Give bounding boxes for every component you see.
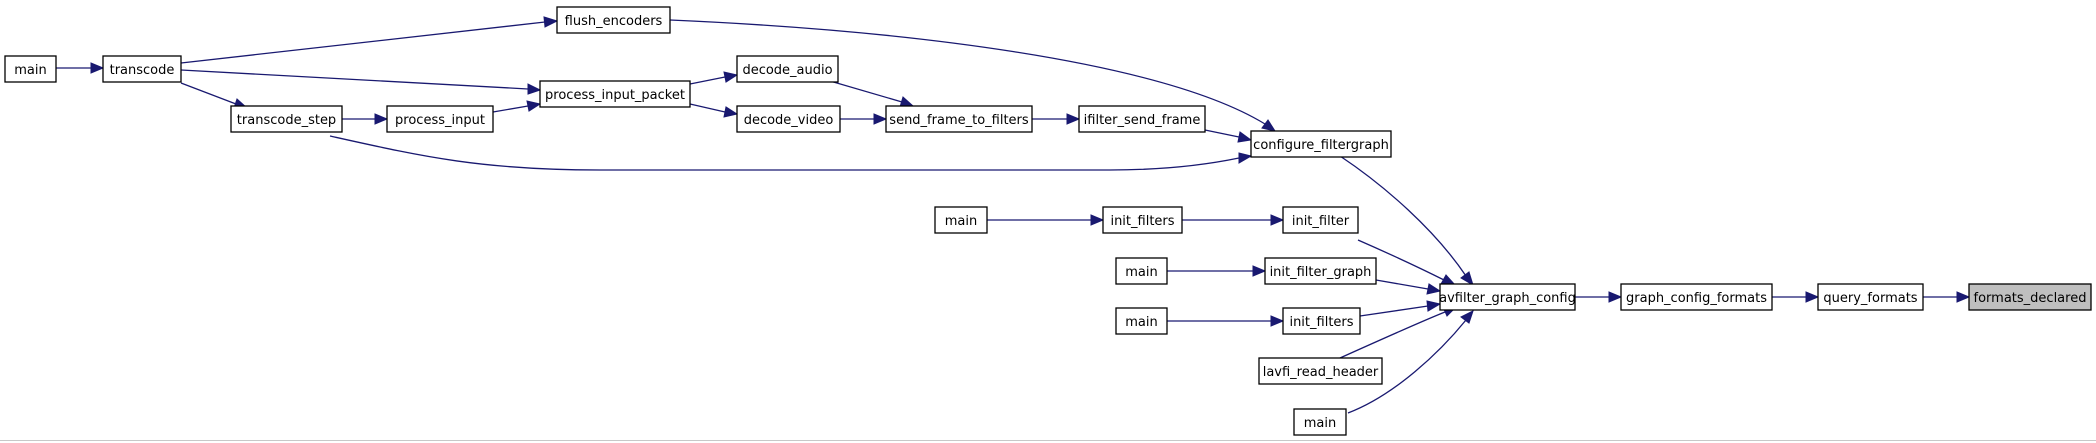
edge-transcode-to-process-input-packet bbox=[180, 69, 542, 95]
node-init-filter[interactable]: init_filter bbox=[1282, 206, 1359, 234]
edge-transcode-step-to-process-input bbox=[342, 113, 389, 125]
edge-init-filters-b-to-avfilter-graph-config bbox=[1359, 300, 1442, 317]
node-main-3-label: main bbox=[945, 214, 977, 229]
node-graph-config-formats[interactable]: graph_config_formats bbox=[1620, 283, 1773, 311]
edge-main-5-to-init-filters-b bbox=[1167, 315, 1285, 327]
edge-process-input-to-process-input-packet bbox=[492, 100, 542, 113]
edge-main-2-to-transcode bbox=[56, 62, 105, 74]
node-decode-audio[interactable]: decode_audio bbox=[736, 55, 839, 83]
edge-decode-audio-to-send-frame-to-filters bbox=[829, 80, 915, 108]
bottom-divider bbox=[0, 440, 2096, 441]
node-transcode-label: transcode bbox=[110, 63, 175, 78]
edge-main-3-to-init-filters-a bbox=[987, 214, 1105, 226]
node-process-input-label: process_input bbox=[395, 113, 485, 128]
node-flush-encoders-label: flush_encoders bbox=[565, 14, 663, 29]
node-init-filters-a[interactable]: init_filters bbox=[1102, 206, 1183, 234]
edge-main-4-to-init-filter-graph bbox=[1167, 265, 1267, 277]
node-lavfi-read-header[interactable]: lavfi_read_header bbox=[1258, 357, 1383, 385]
edge-send-frame-to-filters-to-ifilter-send-frame bbox=[1032, 113, 1081, 125]
node-process-input-packet-label: process_input_packet bbox=[545, 88, 685, 103]
node-main-1[interactable]: main bbox=[1293, 408, 1347, 436]
edge-graph-config-formats-to-query-formats bbox=[1772, 291, 1820, 303]
node-main-2-label: main bbox=[14, 63, 46, 78]
edge-ifilter-send-frame-to-configure-filtergraph bbox=[1204, 129, 1253, 143]
node-main-5-label: main bbox=[1125, 315, 1157, 330]
node-configure-filtergraph-label: configure_filtergraph bbox=[1253, 138, 1389, 153]
node-init-filter-graph[interactable]: init_filter_graph bbox=[1264, 257, 1377, 285]
node-main-4[interactable]: main bbox=[1115, 257, 1168, 285]
node-init-filters-b-label: init_filters bbox=[1289, 315, 1353, 330]
node-main-2[interactable]: main bbox=[4, 55, 57, 83]
node-main-5[interactable]: main bbox=[1115, 307, 1168, 335]
edge-transcode-to-transcode-step bbox=[180, 82, 249, 109]
node-init-filters-b[interactable]: init_filters bbox=[1282, 307, 1361, 335]
node-transcode[interactable]: transcode bbox=[102, 55, 182, 83]
node-process-input-packet[interactable]: process_input_packet bbox=[539, 80, 691, 108]
node-send-frame-to-filters-label: send_frame_to_filters bbox=[889, 113, 1029, 128]
edge-init-filter-graph-to-avfilter-graph-config bbox=[1375, 279, 1442, 295]
edge-configure-filtergraph-to-avfilter-graph-config bbox=[1339, 155, 1474, 287]
node-query-formats[interactable]: query_formats bbox=[1817, 283, 1924, 311]
node-init-filter-graph-label: init_filter_graph bbox=[1270, 265, 1372, 280]
node-process-input[interactable]: process_input bbox=[386, 105, 494, 133]
edge-query-formats-to-formats-declared bbox=[1923, 291, 1971, 303]
node-configure-filtergraph[interactable]: configure_filtergraph bbox=[1250, 130, 1392, 158]
node-main-1-label: main bbox=[1304, 416, 1336, 431]
node-init-filters-a-label: init_filters bbox=[1110, 214, 1174, 229]
node-decode-video-label: decode_video bbox=[744, 113, 834, 128]
node-init-filter-label: init_filter bbox=[1292, 214, 1350, 229]
node-lavfi-read-header-label: lavfi_read_header bbox=[1263, 365, 1379, 380]
edge-main-1-to-avfilter-graph-config bbox=[1347, 310, 1474, 414]
node-avfilter-graph-config-label: avfilter_graph_config bbox=[1439, 291, 1576, 306]
node-decode-video[interactable]: decode_video bbox=[736, 105, 841, 133]
node-query-formats-label: query_formats bbox=[1823, 291, 1917, 306]
edge-process-input-packet-to-decode-audio bbox=[689, 71, 739, 85]
node-avfilter-graph-config[interactable]: avfilter_graph_config bbox=[1439, 283, 1576, 311]
node-decode-audio-label: decode_audio bbox=[742, 63, 832, 78]
edge-transcode-step-to-configure-filtergraph bbox=[329, 135, 1253, 171]
edge-avfilter-graph-config-to-graph-config-formats bbox=[1575, 291, 1623, 303]
edge-decode-video-to-send-frame-to-filters bbox=[840, 113, 888, 125]
node-graph-config-formats-label: graph_config_formats bbox=[1626, 291, 1767, 306]
node-ifilter-send-frame-label: ifilter_send_frame bbox=[1084, 113, 1201, 128]
node-formats-declared[interactable]: formats_declared bbox=[1968, 283, 2092, 311]
edge-transcode-to-flush-encoders bbox=[180, 16, 559, 64]
node-transcode-step-label: transcode_step bbox=[237, 113, 336, 128]
node-send-frame-to-filters[interactable]: send_frame_to_filters bbox=[885, 105, 1033, 133]
edge-process-input-packet-to-decode-video bbox=[689, 103, 739, 118]
node-main-4-label: main bbox=[1125, 265, 1157, 280]
node-main-3[interactable]: main bbox=[934, 206, 988, 234]
node-ifilter-send-frame[interactable]: ifilter_send_frame bbox=[1078, 105, 1206, 133]
edge-init-filters-a-to-init-filter bbox=[1182, 214, 1285, 226]
edge-flush-encoders-to-configure-filtergraph bbox=[669, 19, 1277, 132]
node-flush-encoders[interactable]: flush_encoders bbox=[556, 6, 671, 34]
node-formats-declared-label: formats_declared bbox=[1974, 291, 2087, 306]
node-transcode-step[interactable]: transcode_step bbox=[230, 105, 343, 133]
